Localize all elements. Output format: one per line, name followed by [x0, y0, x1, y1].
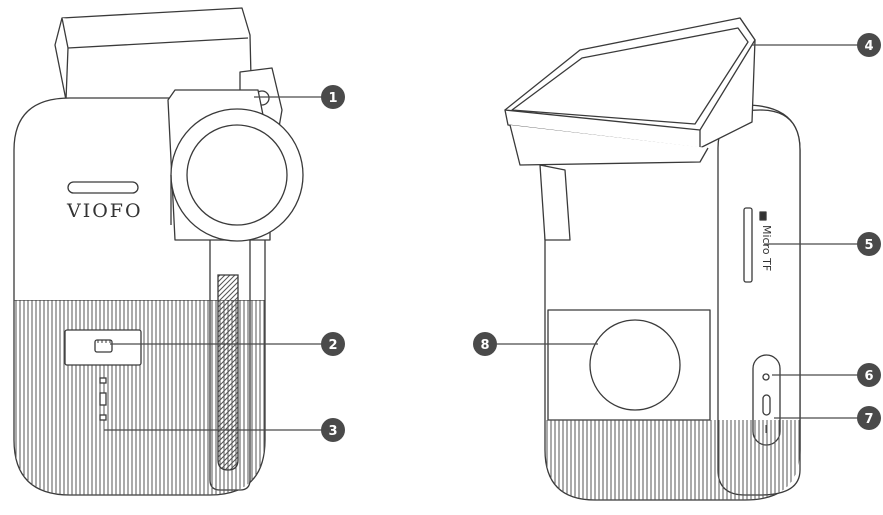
callout-8-label: 8 — [480, 338, 489, 353]
hatch-line — [218, 275, 238, 470]
hatch-line — [245, 270, 450, 475]
callout-6: 6 — [857, 363, 881, 387]
hatch-line — [218, 275, 238, 470]
callout-2-label: 2 — [328, 338, 337, 353]
rear-lens — [589, 319, 681, 411]
callout-7: 7 — [857, 406, 881, 430]
emergency-button[interactable] — [94, 339, 113, 353]
callout-4-label: 4 — [864, 39, 873, 54]
callout-3-label: 3 — [328, 424, 337, 439]
callout-5-label: 5 — [864, 238, 873, 253]
back-grille — [546, 420, 800, 500]
hatch-line — [250, 270, 455, 475]
hatch-line — [240, 270, 445, 475]
callout-3: 3 — [321, 418, 345, 442]
hatch-line — [218, 275, 238, 470]
hatch-line — [218, 275, 238, 470]
micro-tf-label: Micro TF — [760, 225, 773, 271]
callout-leaders — [104, 44, 858, 431]
front-control-panel — [64, 329, 142, 421]
callout-1: 1 — [321, 85, 345, 109]
hatch-line — [218, 275, 238, 470]
front-logo-slot — [67, 181, 139, 194]
callout-8: 8 — [473, 332, 497, 356]
brand-logo: VIOFO — [66, 200, 143, 222]
hatch-line — [218, 275, 238, 470]
micro-tf-slot[interactable] — [743, 207, 753, 283]
callout-4: 4 — [857, 33, 881, 57]
back-view — [504, 17, 801, 501]
hatch-line — [218, 275, 238, 470]
hatch-line — [255, 270, 460, 475]
hatch-line — [234, 275, 238, 470]
callout-6-label: 6 — [864, 369, 873, 384]
hatch-line — [218, 275, 238, 470]
hatch-line — [218, 275, 238, 470]
back-mount — [504, 17, 756, 166]
hatch-line — [218, 275, 238, 470]
front-lens-mount — [167, 89, 304, 242]
callout-2: 2 — [321, 332, 345, 356]
usb-port[interactable] — [762, 373, 770, 381]
hatch-line — [260, 270, 465, 475]
callout-5: 5 — [857, 232, 881, 256]
gps-port[interactable] — [762, 394, 771, 416]
hatch-line — [218, 275, 238, 470]
callout-1-label: 1 — [328, 91, 337, 106]
callout-7-label: 7 — [864, 412, 873, 427]
